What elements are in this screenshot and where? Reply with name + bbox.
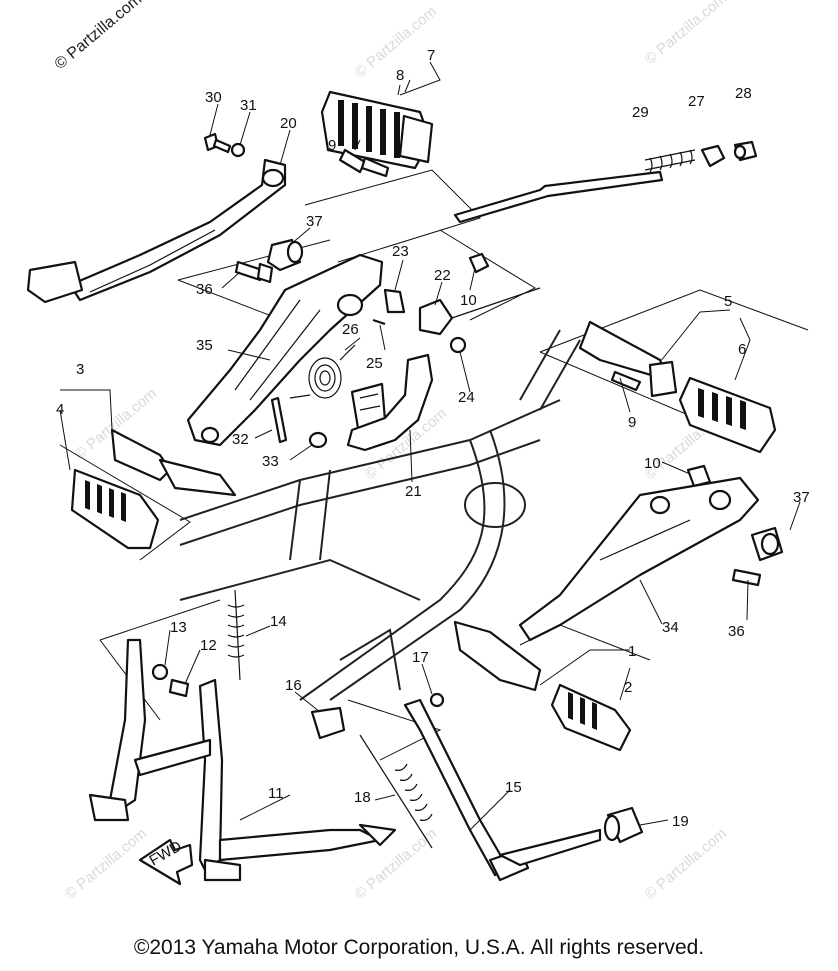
- bolt-36-top: [234, 260, 274, 284]
- callout-27: 27: [688, 93, 705, 110]
- spring-18: [359, 734, 433, 849]
- brake-rod: [453, 149, 696, 224]
- washer-17: [429, 692, 445, 708]
- spring-14: [227, 589, 245, 681]
- leader-lines: [59, 61, 801, 831]
- callout-17: 17: [412, 649, 429, 666]
- bolt-12: [168, 678, 190, 698]
- callout-9: 9: [328, 137, 336, 154]
- callout-12: 12: [200, 637, 217, 654]
- bolt-36-right: [731, 568, 762, 587]
- callout-3: 3: [76, 361, 84, 378]
- callout-8: 8: [396, 67, 404, 84]
- callout-32: 32: [232, 431, 249, 448]
- callout-35: 35: [196, 337, 213, 354]
- callout-33: 33: [262, 453, 279, 470]
- footrest-left: [70, 428, 237, 550]
- callout-6: 6: [738, 341, 746, 358]
- bushing-37-right: [750, 526, 784, 562]
- callout-37: 37: [306, 213, 323, 230]
- pin-23: [383, 288, 406, 314]
- callout-36: 36: [196, 281, 213, 298]
- footrest-right-front-rubber: [550, 683, 632, 752]
- watermark: © Partzilla.com: [642, 0, 730, 68]
- callout-31: 31: [240, 97, 257, 114]
- callout-13: 13: [170, 619, 187, 636]
- callout-26: 26: [342, 321, 359, 338]
- footrest-bracket-right: [518, 476, 760, 642]
- brake-shaft-21: [346, 353, 434, 452]
- callout-34: 34: [662, 619, 679, 636]
- callout-24: 24: [458, 389, 475, 406]
- bolt-9-top: [338, 148, 390, 178]
- callouts: 7 8 9 30 31 20 37 36 29 27 28 23 22 10 3…: [56, 47, 810, 830]
- callout-29: 29: [632, 104, 649, 121]
- callout-16: 16: [285, 677, 302, 694]
- nut-10-top: [468, 252, 490, 274]
- motorcycle-frame: [179, 329, 581, 701]
- footrest-right-rubber: [678, 376, 777, 454]
- callout-14: 14: [270, 613, 287, 630]
- callout-22: 22: [434, 267, 451, 284]
- parts-diagram: © Partzilla.com © Partzilla.com © Partzi…: [26, 0, 810, 903]
- joint-27: [700, 144, 726, 168]
- washer-31: [230, 142, 246, 158]
- bolt-30: [203, 132, 232, 154]
- callout-2: 2: [624, 679, 632, 696]
- washer-13: [151, 663, 169, 681]
- callout-30: 30: [205, 89, 222, 106]
- callout-21: 21: [405, 483, 422, 500]
- watermark-top-left: © Partzilla.com: [52, 0, 146, 73]
- copyright-notice: ©2013 Yamaha Motor Corporation, U.S.A. A…: [133, 936, 705, 959]
- callout-25: 25: [366, 355, 383, 372]
- callout-18: 18: [354, 789, 371, 806]
- callout-23: 23: [392, 243, 409, 260]
- callout-28: 28: [735, 85, 752, 102]
- spring-26: [289, 344, 356, 399]
- stopper-19: [603, 806, 644, 844]
- callout-9: 9: [628, 414, 636, 431]
- clevis-22: [418, 287, 541, 336]
- footrest-right-front: [453, 620, 542, 692]
- callout-10: 10: [460, 292, 477, 309]
- rear-footrest-rubber: [320, 90, 434, 170]
- nut-28: [733, 140, 758, 162]
- brake-pedal: [26, 158, 287, 304]
- callout-36: 36: [728, 623, 745, 640]
- footrest-bracket-left: [186, 253, 384, 447]
- watermark: © Partzilla.com: [642, 825, 730, 903]
- bolt-9-right: [610, 370, 642, 392]
- pin-25: [372, 318, 386, 326]
- footrest-right-bar: [578, 320, 678, 398]
- callout-1: 1: [628, 643, 636, 660]
- side-stand: [403, 698, 602, 882]
- callout-37: 37: [793, 489, 810, 506]
- main-stand: [88, 638, 397, 882]
- callout-7: 7: [427, 47, 435, 64]
- bushing-37-top: [266, 238, 304, 272]
- callout-20: 20: [280, 115, 297, 132]
- forward-arrow-icon: FWD: [138, 838, 194, 886]
- callout-10: 10: [644, 455, 661, 472]
- bolt-32: [270, 396, 288, 444]
- nut-24: [449, 336, 467, 354]
- bolt-16: [310, 706, 346, 740]
- watermark: © Partzilla.com: [62, 825, 150, 903]
- callout-15: 15: [505, 779, 522, 796]
- callout-19: 19: [672, 813, 689, 830]
- callout-5: 5: [724, 293, 732, 310]
- callout-11: 11: [268, 785, 284, 802]
- callout-4: 4: [56, 401, 64, 418]
- nut-33: [308, 431, 328, 449]
